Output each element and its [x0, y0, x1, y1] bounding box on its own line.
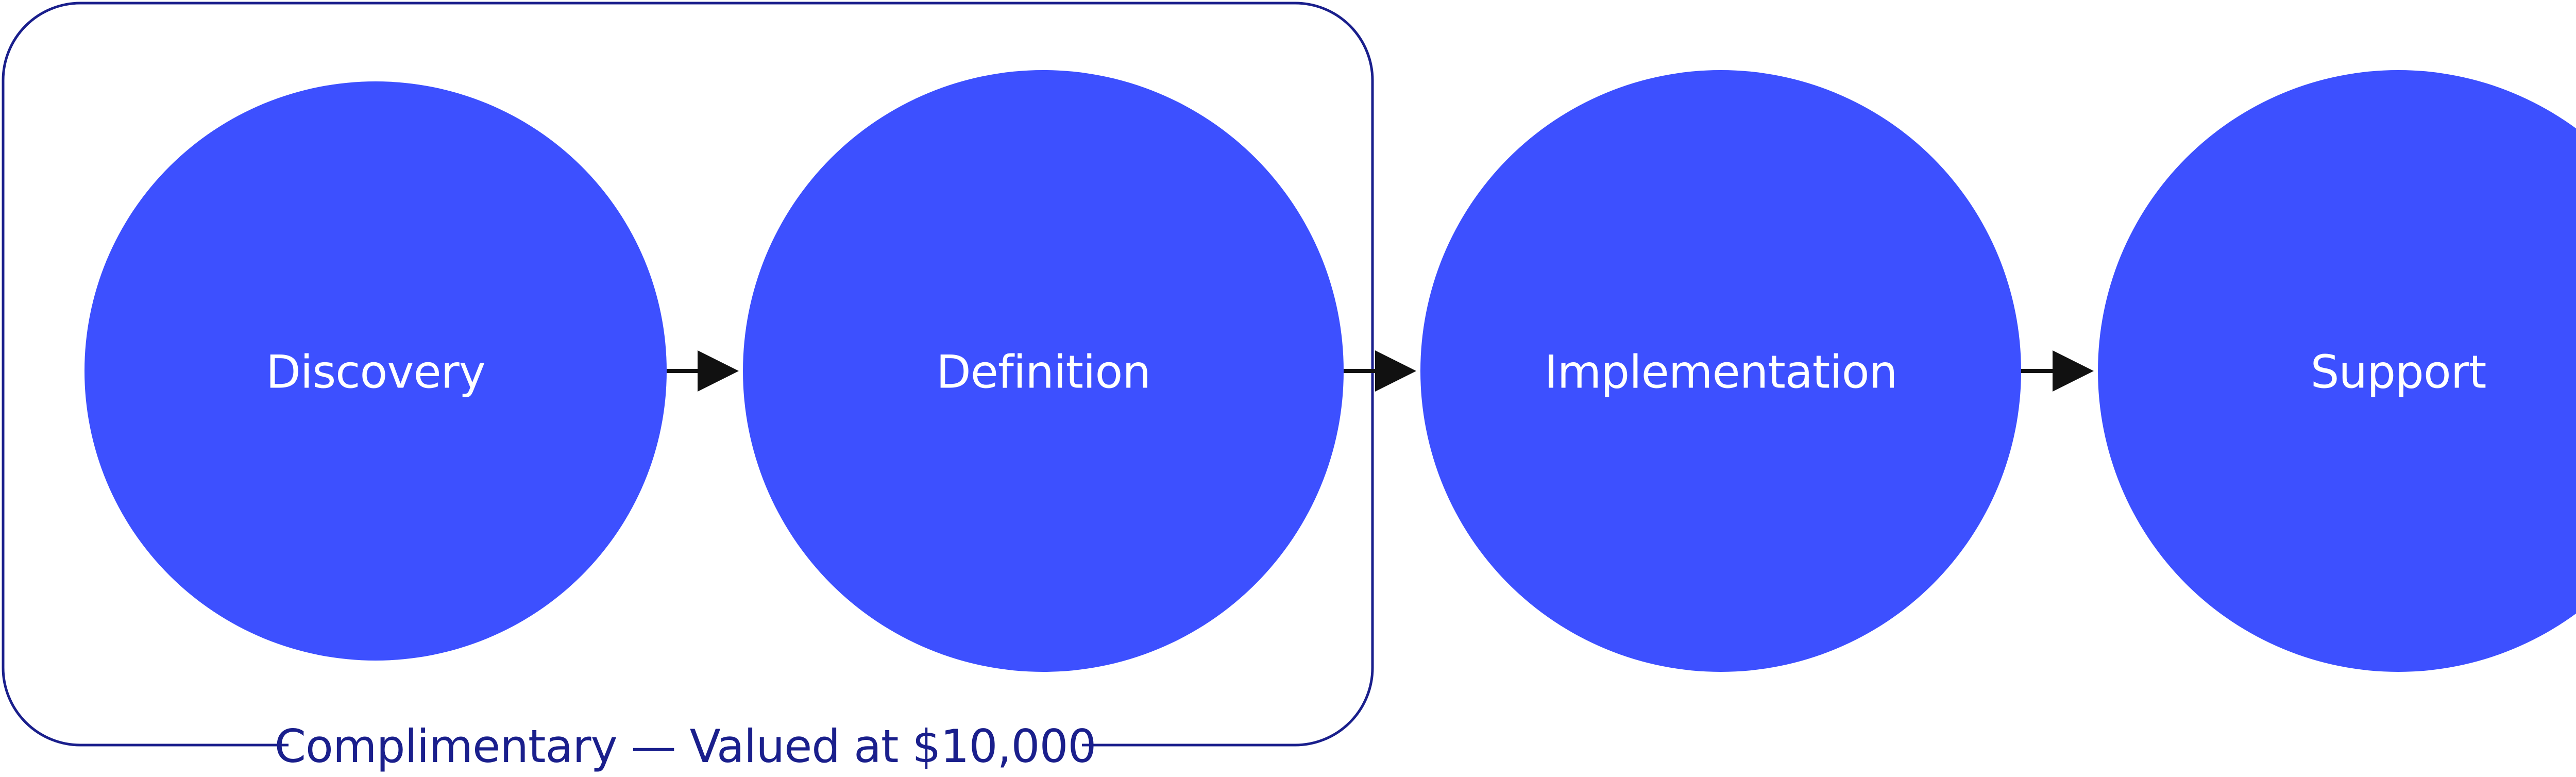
- stage-label-support: Support: [2310, 345, 2487, 399]
- complimentary-group-caption: Complimentary — Valued at $10,000: [275, 715, 1096, 777]
- stage-node-implementation: [1420, 70, 2021, 672]
- stage-node-discovery: [84, 81, 667, 661]
- stage-node-support: [2098, 70, 2576, 672]
- stage-label-implementation: Implementation: [1544, 345, 1898, 399]
- stage-label-definition: Definition: [936, 345, 1151, 399]
- stage-label-discovery: Discovery: [266, 345, 486, 399]
- stage-node-definition: [743, 70, 1344, 672]
